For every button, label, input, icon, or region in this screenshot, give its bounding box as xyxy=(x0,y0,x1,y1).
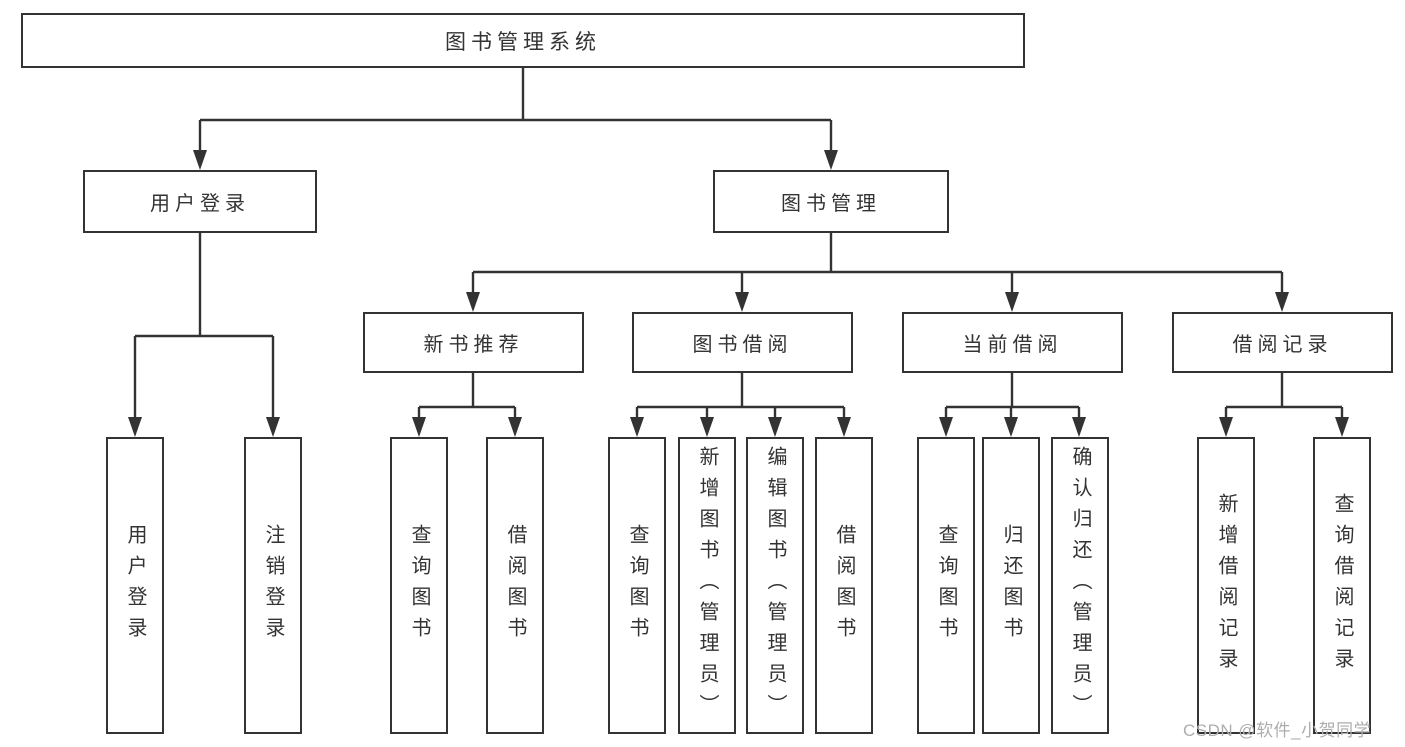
leaf-borrow-books: 借阅图书 xyxy=(815,437,873,734)
node-label: 新书推荐 xyxy=(423,334,524,356)
node-label: 当前借阅 xyxy=(962,334,1063,356)
leaf-confirm-return-admin: 确认归还（管理员） xyxy=(1051,437,1109,734)
leaf-add-books-admin: 新增图书（管理员） xyxy=(678,437,736,734)
leaf-label: 新增借阅记录 xyxy=(1215,492,1237,679)
node-user-login: 用户登录 xyxy=(83,170,317,233)
leaf-label: 编辑图书（管理员） xyxy=(764,446,786,725)
leaf-label: 借阅图书 xyxy=(833,523,855,648)
edge-new-book-children xyxy=(412,373,522,437)
leaf-label: 借阅图书 xyxy=(504,523,526,648)
leaf-query-borrow-record: 查询借阅记录 xyxy=(1313,437,1371,734)
leaf-borrow-query-books: 查询图书 xyxy=(608,437,666,734)
leaf-edit-books-admin: 编辑图书（管理员） xyxy=(746,437,804,734)
leaf-label: 查询借阅记录 xyxy=(1331,492,1353,679)
node-label: 用户登录 xyxy=(150,193,250,215)
leaf-add-borrow-record: 新增借阅记录 xyxy=(1197,437,1255,734)
leaf-label: 归还图书 xyxy=(1000,523,1022,648)
node-current-borrow: 当前借阅 xyxy=(902,312,1123,373)
edge-book-management-children xyxy=(466,233,1289,312)
leaf-newbook-query-books: 查询图书 xyxy=(390,437,448,734)
leaf-label: 查询图书 xyxy=(935,523,957,648)
node-label: 借阅记录 xyxy=(1232,334,1333,356)
node-label: 图书借阅 xyxy=(692,334,793,356)
leaf-label: 确认归还（管理员） xyxy=(1069,446,1091,725)
node-book-management: 图书管理 xyxy=(713,170,949,233)
leaf-label: 新增图书（管理员） xyxy=(696,446,718,725)
leaf-logout: 注销登录 xyxy=(244,437,302,734)
leaf-label: 注销登录 xyxy=(262,523,284,648)
edge-current-borrow-children xyxy=(939,373,1086,437)
leaf-return-books: 归还图书 xyxy=(982,437,1040,734)
node-book-borrow: 图书借阅 xyxy=(632,312,853,373)
edge-book-borrow-children xyxy=(630,373,851,437)
node-new-book-recommend: 新书推荐 xyxy=(363,312,584,373)
edge-user-login-children xyxy=(128,233,280,437)
leaf-label: 用户登录 xyxy=(124,523,146,648)
edge-root-to-level2 xyxy=(193,68,838,170)
leaf-label: 查询图书 xyxy=(626,523,648,648)
node-borrow-records: 借阅记录 xyxy=(1172,312,1393,373)
leaf-user-login: 用户登录 xyxy=(106,437,164,734)
node-label: 图书管理系统 xyxy=(445,30,601,54)
node-root-library-system: 图书管理系统 xyxy=(21,13,1025,68)
edge-borrow-records-children xyxy=(1219,373,1349,437)
leaf-newbook-borrow-books: 借阅图书 xyxy=(486,437,544,734)
csdn-watermark: CSDN @软件_小贺同学 xyxy=(1183,721,1372,740)
leaf-current-query-books: 查询图书 xyxy=(917,437,975,734)
leaf-label: 查询图书 xyxy=(408,523,430,648)
node-label: 图书管理 xyxy=(781,193,881,215)
